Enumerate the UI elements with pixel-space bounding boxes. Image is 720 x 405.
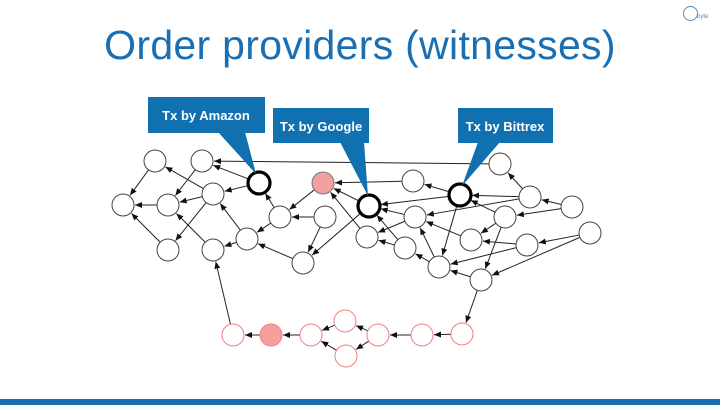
edge-arrow	[175, 202, 207, 241]
edge-arrow	[470, 199, 496, 213]
unit-node	[393, 236, 417, 260]
edge-arrow	[441, 205, 458, 256]
new-unit-node	[450, 322, 474, 346]
unit-node	[190, 149, 214, 173]
new-unit-node	[299, 323, 323, 347]
unit-node	[459, 228, 483, 252]
highlighted-new-unit-node	[259, 323, 283, 347]
slide-title: Order providers (witnesses)	[104, 22, 616, 68]
unit-node	[268, 205, 292, 229]
edge-arrow	[131, 213, 161, 243]
edge-arrow	[174, 169, 196, 196]
callout-label: Tx by Google	[280, 119, 362, 134]
unit-node	[518, 185, 542, 209]
callout-amazon: Tx by Amazon	[148, 97, 265, 174]
edge-arrow	[165, 166, 204, 189]
edge-arrow	[224, 185, 249, 193]
edge-arrow	[480, 222, 497, 234]
edges	[129, 158, 581, 351]
callout-label: Tx by Amazon	[162, 108, 250, 123]
unit-node	[578, 221, 602, 245]
unit-node	[560, 195, 584, 219]
unit-node	[469, 268, 493, 292]
edge-arrow	[380, 195, 450, 207]
edge-arrow	[450, 269, 471, 278]
edge-arrow	[213, 164, 249, 180]
callout-bittrex: Tx by Bittrex	[458, 108, 553, 186]
edge-arrow	[424, 183, 450, 193]
witness-unit-node	[356, 193, 382, 219]
unit-node	[493, 205, 517, 229]
bottom-bar	[0, 399, 720, 405]
witness-unit-node	[447, 182, 473, 208]
edge-arrow	[289, 189, 315, 210]
unit-node	[313, 205, 337, 229]
unit-node	[201, 238, 225, 262]
edge-arrow	[264, 192, 275, 208]
edge-arrow	[355, 340, 370, 350]
unit-node	[201, 182, 225, 206]
edge-arrow	[321, 324, 336, 331]
edge-arrow	[179, 196, 203, 204]
new-unit-node	[333, 309, 357, 333]
edge-arrow	[214, 261, 231, 325]
edge-arrow	[377, 220, 406, 233]
edge-arrow	[355, 325, 369, 332]
unit-node	[291, 251, 315, 275]
edge-arrow	[224, 241, 237, 248]
logo-ring-icon	[683, 6, 698, 21]
witness-unit-node	[246, 170, 272, 196]
unit-node	[355, 225, 379, 249]
unit-node	[401, 169, 425, 193]
callout-google: Tx by Google	[273, 108, 369, 196]
edge-arrow	[415, 253, 430, 263]
unit-node	[235, 227, 259, 251]
new-unit-node	[334, 344, 358, 368]
edge-arrow	[321, 340, 337, 351]
edge-arrow	[129, 169, 149, 196]
edge-arrow	[378, 239, 395, 246]
logo-text: byte	[697, 14, 709, 20]
unit-node	[403, 205, 427, 229]
edge-arrow	[426, 198, 520, 217]
new-unit-node	[221, 323, 245, 347]
nodes	[111, 149, 602, 368]
edge-arrow	[516, 208, 562, 218]
edge-arrow	[257, 243, 294, 260]
edge-arrow	[334, 179, 403, 186]
obyte-logo: byte	[683, 6, 719, 26]
edge-arrow	[376, 214, 399, 240]
unit-node	[515, 233, 539, 257]
edge-arrow	[256, 222, 272, 233]
unit-node	[143, 149, 167, 173]
new-unit-node	[410, 323, 434, 347]
edge-arrow	[333, 187, 360, 202]
unit-node	[427, 255, 451, 279]
edge-arrow	[484, 227, 502, 269]
new-unit-node	[366, 323, 390, 347]
edge-arrow	[450, 247, 517, 266]
edge-arrow	[541, 198, 562, 205]
edge-arrow	[465, 290, 478, 323]
highlighted-unit-node	[311, 171, 335, 195]
edge-arrow	[307, 226, 321, 253]
edge-arrow	[471, 192, 520, 199]
edge-arrow	[491, 236, 581, 276]
edge-arrow	[507, 172, 523, 190]
edge-arrow	[330, 191, 361, 229]
unit-node	[111, 193, 135, 217]
unit-node	[156, 193, 180, 217]
edge-arrow	[419, 227, 435, 258]
edge-arrow	[219, 203, 241, 231]
edge-arrow	[482, 238, 517, 245]
edge-arrow	[425, 221, 462, 237]
unit-node	[488, 152, 512, 176]
edge-arrow	[311, 212, 362, 256]
edge-arrow	[538, 234, 580, 245]
edge-arrow	[176, 213, 206, 243]
callout-label: Tx by Bittrex	[466, 119, 546, 134]
unit-node	[156, 238, 180, 262]
edge-arrow	[380, 207, 405, 215]
